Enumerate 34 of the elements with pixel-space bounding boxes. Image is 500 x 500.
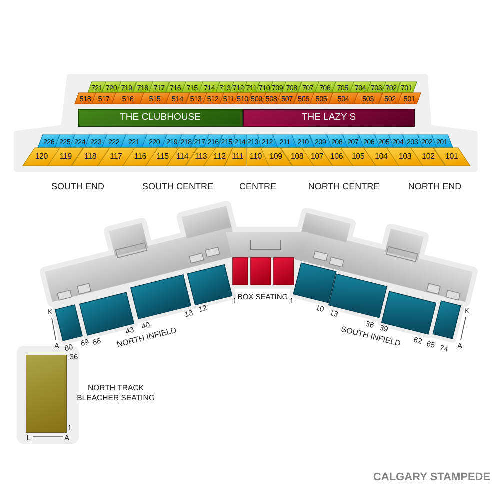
section-number: 119 bbox=[60, 153, 72, 161]
seating-area-band bbox=[78, 109, 243, 127]
section-label: SOUTH CENTRE bbox=[142, 182, 214, 192]
section-number: 104 bbox=[375, 153, 388, 161]
section-number: 116 bbox=[134, 153, 147, 161]
section-label: SOUTH END bbox=[52, 182, 104, 192]
section-number: 109 bbox=[270, 153, 282, 161]
section-number: 115 bbox=[156, 153, 169, 161]
area-name: THE CLUBHOUSE bbox=[120, 113, 201, 123]
section-number: 112 bbox=[214, 153, 226, 161]
section-number: 107 bbox=[310, 153, 324, 161]
section-number: 101 bbox=[445, 153, 458, 161]
section-number: 114 bbox=[176, 153, 189, 161]
venue-title: CALGARY STAMPEDE bbox=[373, 472, 491, 484]
section-label: CENTRE bbox=[240, 182, 276, 192]
section-number: 105 bbox=[352, 153, 365, 161]
section-number: 102 bbox=[422, 153, 435, 161]
section-number: 103 bbox=[398, 153, 412, 161]
bleacher-section bbox=[26, 355, 67, 433]
section-number: 120 bbox=[35, 153, 48, 161]
seating-section bbox=[261, 148, 293, 166]
seating-area-band bbox=[243, 109, 415, 127]
seating-section bbox=[398, 93, 421, 104]
section-number: 111 bbox=[232, 153, 244, 161]
section-number: 108 bbox=[290, 153, 304, 161]
section-label: NORTH END bbox=[408, 182, 462, 192]
seating-section bbox=[225, 148, 246, 166]
area-name: THE LAZY S bbox=[302, 113, 356, 123]
section-number: 118 bbox=[84, 153, 97, 161]
section-label: NORTH CENTRE bbox=[308, 182, 380, 192]
section-number: 113 bbox=[194, 153, 208, 161]
section-number: 110 bbox=[250, 153, 262, 161]
section-number: 117 bbox=[110, 153, 122, 161]
section-number: 106 bbox=[330, 153, 344, 161]
